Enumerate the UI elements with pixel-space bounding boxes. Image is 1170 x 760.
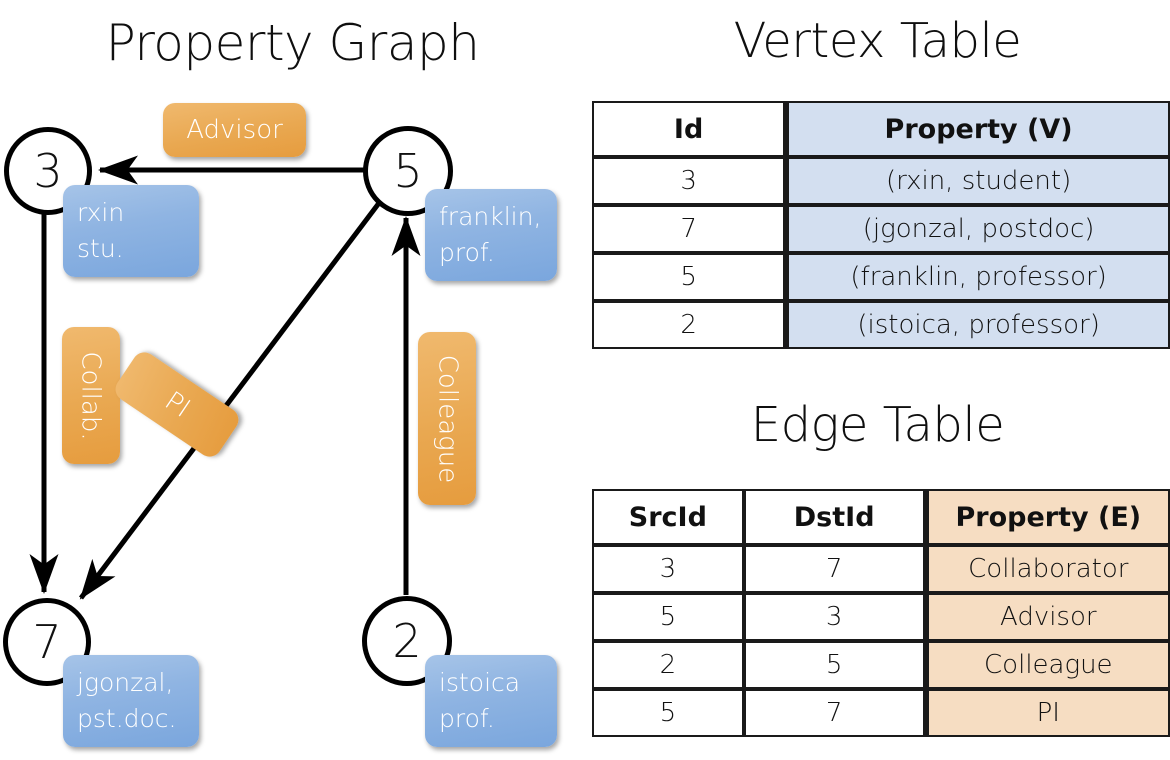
table-row[interactable]: 2 5 Colleague [592,641,1170,689]
vertex-table: Id Property (V) 3 (rxin, student) 7 (jgo… [592,101,1170,349]
vertex-property-3-line2: stu. [77,234,124,263]
vertex-row-0-property: (rxin, student) [785,157,1170,205]
vertex-row-0-id: 3 [592,157,786,205]
vertex-row-3-property: (istoica, professor) [785,301,1170,349]
edge-row-1-dst: 3 [743,593,925,641]
page-title-property-graph: Property Graph [105,14,480,72]
edge-label-collab[interactable]: Collab. [62,327,120,464]
property-graph-diagram: 3 5 7 2 rxin stu. franklin, prof. jgonza… [3,103,557,747]
edge-table: SrcId DstId Property (E) 3 7 Collaborato… [592,489,1170,737]
edge-line-5-to-7 [79,201,381,600]
edge-label-collab-text: Collab. [76,350,106,441]
vertex-property-3-line1: rxin [77,198,125,227]
edge-table-header-row: SrcId DstId Property (E) [592,489,1170,545]
vertex-row-2-id: 5 [592,253,786,301]
vertex-property-box-5[interactable]: franklin, prof. [425,189,557,281]
table-row[interactable]: 3 7 Collaborator [592,545,1170,593]
vertex-property-box-2[interactable]: istoica prof. [425,655,557,747]
vertex-row-1-id: 7 [592,205,786,253]
table-row[interactable]: 7 (jgonzal, postdoc) [592,205,1170,253]
graph-edge-lines [29,155,421,600]
vertex-table-header-property: Property (V) [785,101,1170,157]
table-row[interactable]: 3 (rxin, student) [592,157,1170,205]
vertex-node-5[interactable]: 5 [363,126,453,216]
edge-table-header-srcid: SrcId [592,489,744,545]
edge-row-1-property: Advisor [924,593,1170,641]
edge-row-2-src: 2 [592,641,744,689]
page-title-vertex-table: Vertex Table [733,13,1022,69]
edge-table-header-dstid: DstId [743,489,925,545]
vertex-property-2-line1: istoica [439,668,521,697]
page-title-edge-table: Edge Table [750,397,1005,453]
vertex-property-box-3[interactable]: rxin stu. [63,185,199,277]
vertex-node-2[interactable]: 2 [362,596,452,686]
edge-row-3-property: PI [924,689,1170,737]
edge-row-3-src: 5 [592,689,744,737]
vertex-property-7-line2: pst.doc. [77,704,177,733]
vertex-property-5-line2: prof. [439,238,495,267]
edge-row-0-src: 3 [592,545,744,593]
vertex-table-header-row: Id Property (V) [592,101,1170,157]
table-row[interactable]: 2 (istoica, professor) [592,301,1170,349]
edge-table-header-property: Property (E) [924,489,1170,545]
edge-row-0-dst: 7 [743,545,925,593]
edge-label-colleague[interactable]: Colleague [418,332,476,505]
table-row[interactable]: 5 7 PI [592,689,1170,737]
vertex-table-header-id: Id [592,101,786,157]
vertex-property-box-7[interactable]: jgonzal, pst.doc. [63,655,199,747]
table-row[interactable]: 5 3 Advisor [592,593,1170,641]
edge-row-2-dst: 5 [743,641,925,689]
edge-row-0-property: Collaborator [924,545,1170,593]
vertex-property-2-line2: prof. [439,704,495,733]
vertex-row-3-id: 2 [592,301,786,349]
edge-label-advisor[interactable]: Advisor [163,103,306,157]
vertex-property-5-line1: franklin, [439,202,542,231]
table-row[interactable]: 5 (franklin, professor) [592,253,1170,301]
vertex-property-7-line1: jgonzal, [77,668,174,697]
edge-label-advisor-text: Advisor [186,115,283,145]
edge-label-pi-text: PI [158,385,196,424]
edge-row-1-src: 5 [592,593,744,641]
vertex-row-2-property: (franklin, professor) [785,253,1170,301]
edge-row-3-dst: 7 [743,689,925,737]
vertex-row-1-property: (jgonzal, postdoc) [785,205,1170,253]
edge-label-colleague-text: Colleague [432,354,463,483]
edge-row-2-property: Colleague [924,641,1170,689]
